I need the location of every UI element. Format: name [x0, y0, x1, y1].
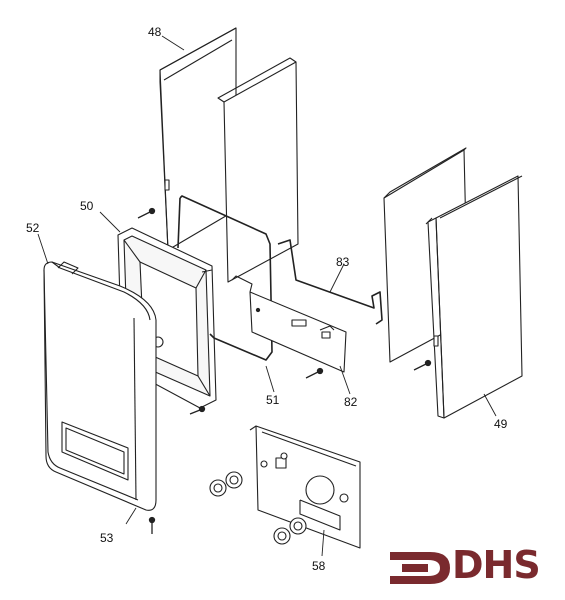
- part-label-83: 83: [336, 255, 350, 269]
- knob-set-right: [273, 517, 307, 545]
- insulation-panel-center: [217, 57, 299, 283]
- knob-set-left: [209, 471, 243, 497]
- part-49-side-panel: [425, 175, 523, 419]
- part-83-rod: [277, 239, 383, 325]
- part-label-48: 48: [148, 25, 162, 39]
- dhs-logo-text: DHS: [452, 543, 541, 587]
- part-label-82: 82: [344, 395, 358, 409]
- part-82-bracket: [231, 275, 347, 373]
- part-label-51: 51: [266, 393, 280, 407]
- part-58-control-panel: [249, 425, 361, 549]
- part-label-50: 50: [80, 199, 94, 213]
- dhs-logo-mark: [390, 552, 450, 584]
- part-51-wire-frame: [177, 195, 273, 361]
- part-label-49: 49: [494, 417, 508, 431]
- part-label-58: 58: [312, 559, 326, 573]
- part-52-front-casing: [43, 261, 157, 511]
- part-label-52: 52: [26, 221, 40, 235]
- leader-lines: [37, 35, 497, 557]
- part-label-53: 53: [100, 531, 114, 545]
- screw-icons: [137, 207, 432, 534]
